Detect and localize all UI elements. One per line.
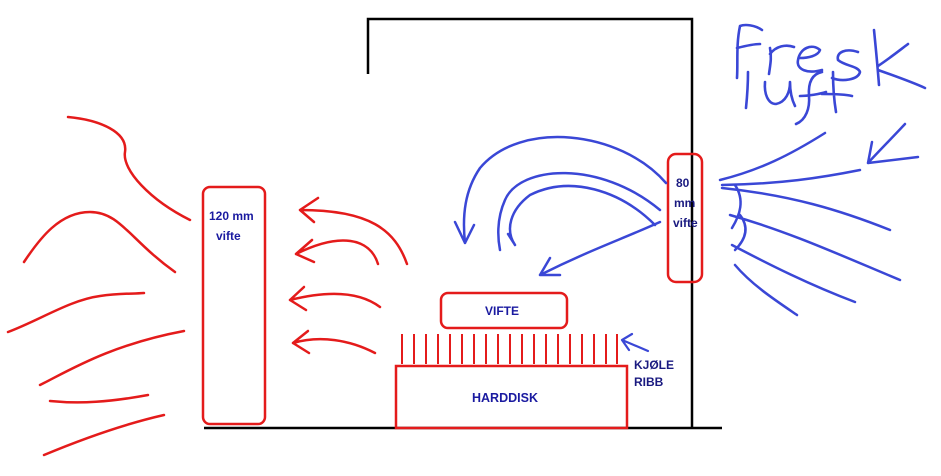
handwritten-letter [763,80,797,108]
fresh-air-stream [718,131,827,182]
fan-120mm: 120 mm vifte [201,185,267,426]
fan-80mm-label-unit: mm [674,196,695,210]
handwritten-letter [830,49,862,82]
hot-air-arrow-icon [291,329,377,355]
fan-80mm-label-word: vifte [673,216,698,230]
hard-disk-label: HARDDISK [472,391,538,405]
fresh-air-stream [730,183,742,230]
heatsink-arrow-icon [620,332,650,353]
case-top-wall [366,17,694,427]
heatsink-label-line2: RIBB [634,375,664,389]
hot-air-arrow-icon [298,196,409,266]
handwritten-fresh-air-label [735,23,927,126]
handwritten-letter [744,70,750,110]
fresh-air-arrow-icon [453,135,668,245]
fresh-air-arrows-inside [453,135,668,277]
handwritten-letter [794,70,828,126]
hard-disk-body [394,364,629,430]
fresh-air-stream [733,213,747,252]
fan-120mm-label-word: vifte [216,229,241,243]
hot-air-exhaust-left [6,115,192,457]
fan-80mm-label-size: 80 [676,176,690,190]
fan-middle-label: VIFTE [485,304,519,318]
hot-air-stream [48,393,150,404]
fan-middle-frame [439,291,569,330]
fresh-air-arrow-icon [497,171,662,252]
fresh-air-stream [720,168,862,187]
hot-air-stream [6,291,146,334]
hot-air-stream [38,329,186,387]
handwritten-label-line1: Fresk [740,49,772,63]
handwritten-letter [820,70,854,114]
handwritten-letter [872,28,927,90]
fan-120mm-frame [201,185,267,426]
handwritten-letter [767,44,796,76]
hot-air-stream [42,413,166,457]
hot-air-stream [66,115,192,222]
handwritten-letter [796,45,824,73]
handwritten-label-line2: luft [746,93,765,107]
fan-120mm-label-size: 120 mm [209,209,254,223]
fresh-air-arrow-icon [866,122,920,165]
hot-air-arrow-icon [288,285,382,312]
heatsink-callout: KJØLE RIBB [620,332,674,389]
fresh-air-stream [733,263,799,317]
hot-air-arrow-icon [294,238,380,266]
handwritten-letter [735,23,764,80]
fresh-air-stream [728,213,902,282]
fresh-air-intake-right [718,122,920,317]
fresh-air-arrow-icon [506,184,657,247]
heatsink-label-line1: KJØLE [634,358,674,372]
heatsink [401,334,618,364]
fan-80mm: 80 mm vifte [666,152,704,284]
hot-air-arrows-inside [288,196,409,355]
fresh-air-arrow-icon [538,220,662,277]
hot-air-stream [22,210,177,274]
fresh-air-stream [720,186,892,232]
hard-disk: HARDDISK [394,364,629,430]
fan-80mm-frame [666,152,704,284]
fan-middle: VIFTE [439,291,569,330]
fresh-air-stream [730,243,857,304]
